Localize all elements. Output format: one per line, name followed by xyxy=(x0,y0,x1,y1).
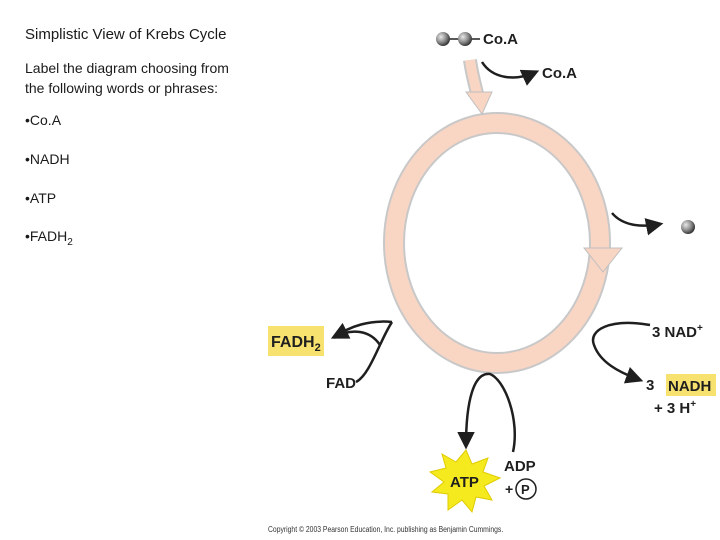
bullet: • xyxy=(25,189,30,206)
fadh2-highlight xyxy=(268,326,324,356)
word-option-text: Co.A xyxy=(29,112,62,128)
co2-ball-icon xyxy=(681,220,695,234)
instructions-text: Label the diagram choosing from the foll… xyxy=(25,60,229,96)
nadh-arrow xyxy=(591,321,651,384)
word-option-sub: 2 xyxy=(67,237,73,249)
word-option: •NADH xyxy=(25,149,235,176)
cycle-ring xyxy=(383,112,611,374)
fad-label: FAD xyxy=(326,375,356,392)
nad-label: 3 NAD+ xyxy=(652,323,703,341)
word-option-text: ATP xyxy=(29,189,57,206)
word-option-text: FADH xyxy=(29,228,68,245)
word-option: •Co.A xyxy=(25,110,235,137)
coa-out-label: Co.A xyxy=(542,65,577,82)
page-title: Simplistic View of Krebs Cycle xyxy=(25,26,227,43)
fadh2-arrow xyxy=(330,322,382,346)
fadh2-label: FADH2 xyxy=(271,334,321,354)
nadh-coefficient: 3 xyxy=(646,377,654,394)
nadh-highlight xyxy=(666,374,716,396)
left-panel: Simplistic View of Krebs Cycle Label the… xyxy=(25,24,235,265)
word-options-list: •Co.A •NADH •ATP •FADH2 xyxy=(25,110,235,253)
ring-arrowhead xyxy=(582,247,624,273)
entry-arrow xyxy=(463,58,493,115)
bullet: • xyxy=(25,112,30,128)
word-option: •ATP xyxy=(25,188,235,215)
co2-out-arrow xyxy=(611,212,664,236)
phosphate-label: P xyxy=(521,482,530,497)
copyright-notice: Copyright © 2003 Pearson Education, Inc.… xyxy=(268,525,504,534)
bullet: • xyxy=(25,228,30,245)
coa-out-arrow xyxy=(480,61,540,86)
coa-in-label: Co.A xyxy=(483,31,518,48)
atp-burst-icon xyxy=(428,449,502,514)
plus-sign: + xyxy=(505,481,513,497)
bullet: • xyxy=(25,150,30,167)
acetyl-group-icon xyxy=(436,32,480,46)
phosphate-circle-icon xyxy=(515,478,537,500)
h-plus-label: + 3 H+ xyxy=(654,399,696,417)
fad-arrow xyxy=(333,320,394,384)
atp-arrow xyxy=(457,372,516,453)
nadh-label: NADH xyxy=(668,378,711,395)
word-option: •FADH2 xyxy=(25,226,235,253)
word-option-text: NADH xyxy=(29,150,70,167)
atp-label: ATP xyxy=(450,474,479,491)
adp-label: ADP xyxy=(504,458,536,475)
